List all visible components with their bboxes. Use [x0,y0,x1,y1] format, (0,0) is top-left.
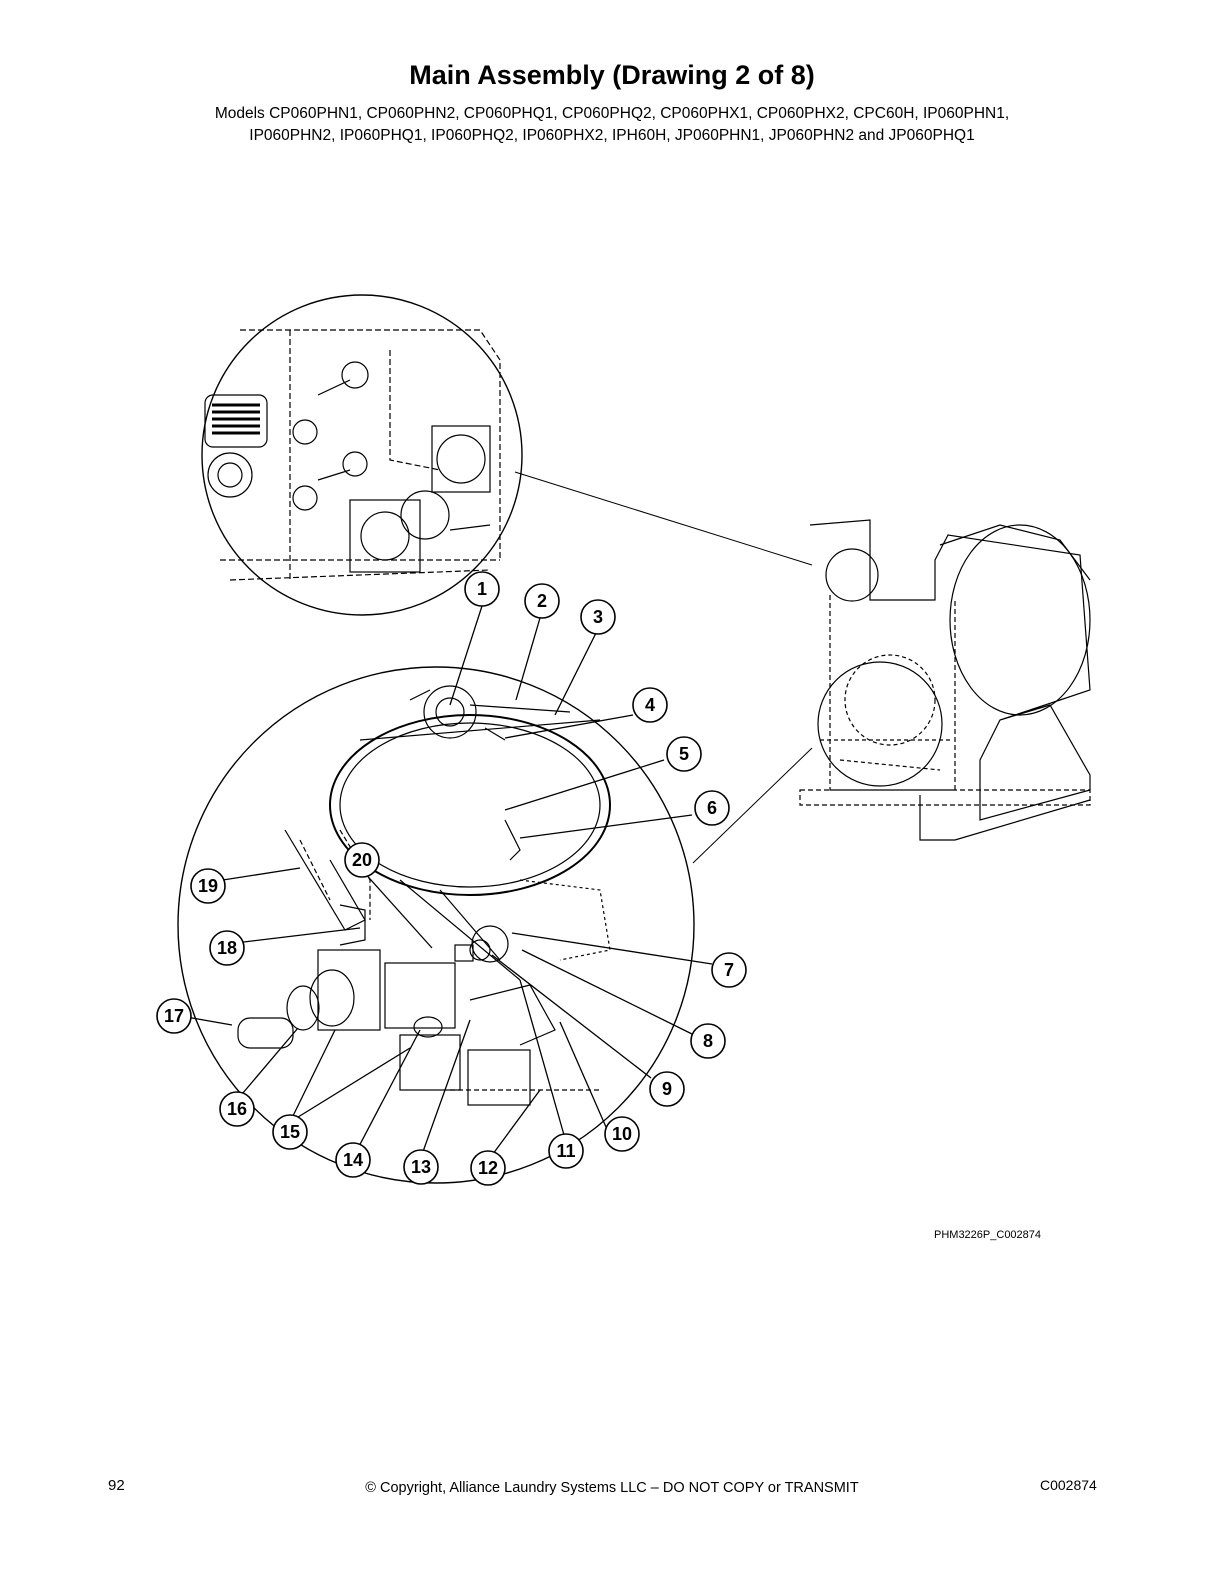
models-line-2: IP060PHN2, IP060PHQ1, IP060PHQ2, IP060PH… [249,127,975,144]
callout-8: 8 [703,1031,713,1051]
callout-13: 13 [411,1157,431,1177]
callout-5: 5 [679,744,689,764]
callout-circles [156,571,747,1186]
callout-12: 12 [478,1158,498,1178]
callout-15: 15 [280,1122,300,1142]
page-title: Main Assembly (Drawing 2 of 8) [409,60,815,90]
callout-17: 17 [164,1006,184,1026]
callout-7: 7 [724,960,734,980]
lower-detail-view [177,666,695,1184]
callout-6: 6 [707,798,717,818]
callout-10: 10 [612,1124,632,1144]
doc-code: C002874 [1040,1477,1097,1493]
figure-id: PHM3226P_C002874 [934,1229,1042,1241]
callout-20: 20 [352,850,372,870]
callout-2: 2 [537,591,547,611]
models-line-1: Models CP060PHN1, CP060PHN2, CP060PHQ1, … [214,105,1010,122]
callout-1: 1 [477,579,487,599]
callout-19: 19 [198,876,218,896]
callout-3: 3 [593,607,603,627]
page-number: 92 [108,1477,125,1494]
callout-numbers: 1 2 3 4 5 6 7 8 9 10 11 12 13 14 15 16 1… [164,579,734,1178]
callout-14: 14 [343,1150,363,1170]
callout-18: 18 [217,938,237,958]
callout-9: 9 [662,1079,672,1099]
callout-11: 11 [556,1141,575,1161]
upper-detail-view [201,294,523,616]
callout-leaders [174,605,713,1161]
copyright-notice: © Copyright, Alliance Laundry Systems LL… [365,1480,859,1496]
machine-overview [799,519,1091,841]
callout-16: 16 [227,1099,247,1119]
models-list: Models CP060PHN1, CP060PHN2, CP060PHQ1, … [0,103,1224,147]
callout-4: 4 [645,695,655,715]
